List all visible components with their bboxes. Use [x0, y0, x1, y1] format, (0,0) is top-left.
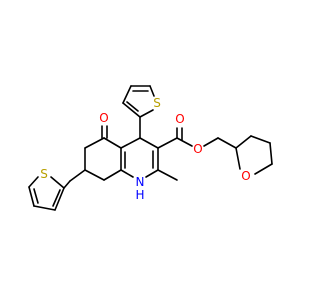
bond — [54, 187, 65, 211]
bond — [250, 135, 271, 144]
thf-oxygen-label: O — [241, 169, 250, 183]
molecule-structure: O S S O O O N H — [28, 85, 273, 211]
amine-hydrogen-label: H — [135, 188, 144, 202]
bond — [69, 169, 86, 182]
bond — [235, 147, 241, 170]
bond — [269, 142, 273, 165]
bond — [63, 180, 71, 189]
bond — [84, 137, 105, 149]
bond — [50, 176, 65, 189]
bond — [122, 102, 141, 118]
bond — [122, 85, 132, 104]
ester-oxygen-label: O — [193, 142, 202, 156]
bond — [254, 163, 273, 175]
left-thiophene-sulfur-label: S — [40, 167, 48, 181]
bond — [28, 186, 35, 207]
top-thiophene-sulfur-label: S — [153, 96, 161, 110]
bond — [33, 205, 56, 211]
bond — [149, 85, 155, 97]
bond-layer — [28, 85, 273, 211]
bond — [126, 101, 139, 112]
bond — [28, 176, 39, 188]
bond — [145, 169, 159, 178]
amine-nitrogen-label: N — [136, 175, 145, 189]
bond — [52, 189, 61, 207]
bond — [176, 137, 193, 147]
bond — [120, 137, 141, 149]
bond — [33, 188, 39, 204]
bond — [157, 137, 178, 149]
ketone-oxygen-label: O — [99, 111, 108, 125]
bond — [120, 169, 134, 178]
bond — [84, 169, 105, 181]
bond — [157, 169, 178, 181]
bond — [103, 137, 122, 149]
atom-label-layer: O S S O O O N H — [40, 96, 251, 202]
bond — [203, 137, 219, 147]
bond — [217, 137, 237, 149]
carbonyl-oxygen-label: O — [175, 112, 184, 126]
bond — [103, 169, 122, 181]
molecule-canvas: O S S O O O N H — [28, 85, 273, 211]
bond — [139, 137, 159, 149]
bond — [235, 135, 252, 149]
bond — [139, 109, 154, 118]
